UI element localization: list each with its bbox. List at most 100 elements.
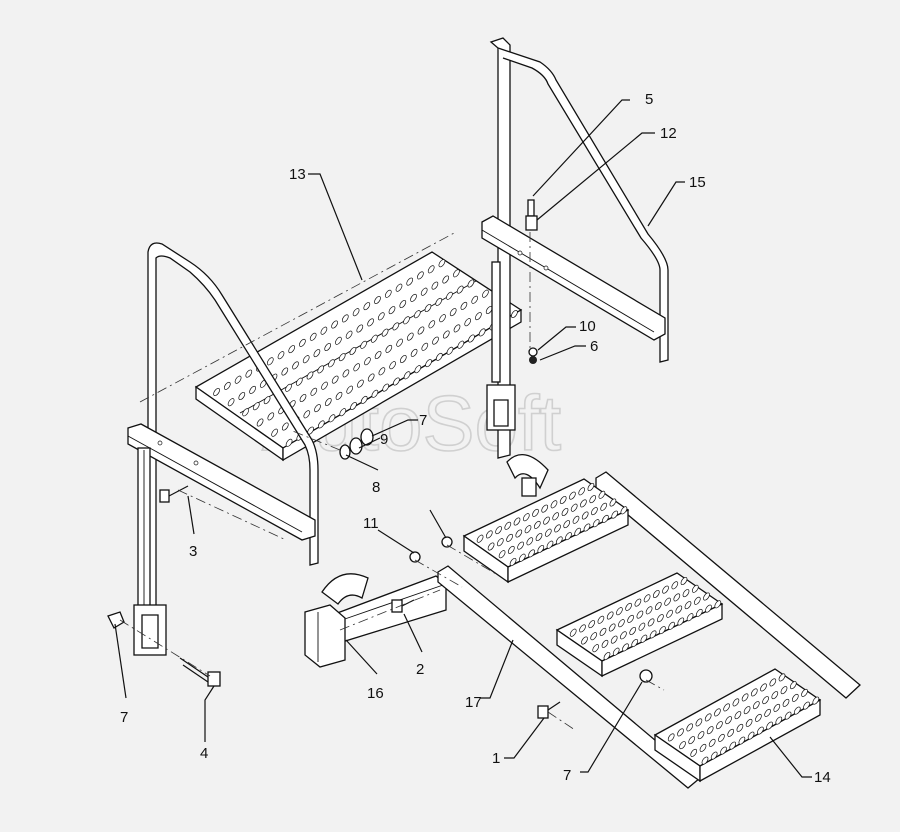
perforation-hole (266, 357, 274, 366)
perforation-hole (662, 585, 669, 594)
perforation-hole (550, 500, 558, 509)
perforation-hole (760, 683, 767, 692)
perforation-hole (324, 397, 332, 407)
perforation-hole (729, 741, 737, 750)
callout-labels: 1 2 3 4 5 6 7 7 7 8 9 10 11 12 13 14 15 … (120, 91, 831, 786)
perforation-hole (242, 408, 249, 417)
callout-16: 16 (367, 685, 384, 702)
perforation-hole (509, 557, 517, 567)
perforation-hole (574, 527, 582, 536)
perforation-hole (476, 534, 484, 543)
perforation-hole (732, 698, 740, 707)
perforation-hole (627, 614, 634, 623)
perforation-hole (552, 512, 560, 521)
perforation-hole (616, 607, 623, 616)
perforation-hole (652, 589, 660, 599)
perforation-hole (608, 623, 616, 632)
perforation-hole (328, 359, 335, 368)
perforation-hole (439, 314, 446, 323)
perforation-hole (370, 334, 378, 343)
perforation-hole (249, 385, 256, 394)
perforation-hole (581, 636, 588, 645)
perforation-hole (736, 723, 744, 732)
callout-9: 9 (380, 431, 388, 448)
alignment-lines (119, 231, 665, 731)
perforation-hole (438, 259, 446, 268)
perforation-hole (602, 514, 609, 523)
perforation-hole (256, 418, 264, 427)
perforation-hole (762, 696, 769, 705)
perforation-hole (399, 299, 407, 309)
perforation-hole (363, 302, 371, 311)
perforation-hole (453, 324, 461, 333)
perforation-hole (313, 349, 321, 358)
perforation-hole (382, 383, 390, 392)
perforation-hole (487, 542, 495, 551)
perforation-hole (612, 647, 620, 656)
perforation-hole (331, 320, 338, 329)
perforation-hole (620, 506, 628, 515)
perforation-hole (569, 491, 576, 500)
perforation-hole (747, 731, 755, 740)
perforation-hole (782, 698, 790, 707)
perforation-hole (546, 540, 554, 549)
perforation-hole (741, 693, 749, 702)
perforation-hole (324, 342, 332, 352)
stair-assembly (437, 454, 861, 789)
callout-12: 12 (660, 125, 677, 142)
perforation-hole (640, 634, 648, 643)
perforation-hole (374, 295, 381, 305)
perforation-hole (417, 326, 425, 335)
nut-11 (409, 551, 421, 563)
perforation-hole (431, 281, 439, 290)
perforation-hole (495, 526, 502, 535)
perforation-hole (442, 330, 450, 339)
perforation-hole (309, 332, 317, 341)
perforation-hole (812, 696, 820, 705)
perforation-hole (314, 404, 321, 413)
perforation-hole (524, 525, 532, 534)
perforation-hole (339, 408, 347, 417)
perforation-hole (592, 644, 600, 653)
perforation-hole (357, 379, 364, 388)
perforation-hole (353, 363, 361, 372)
perforation-hole (367, 318, 374, 327)
perforation-hole (432, 336, 439, 345)
perforation-hole (587, 482, 595, 492)
perforation-hole (666, 609, 673, 618)
perforation-hole (277, 351, 285, 360)
perforation-hole (367, 373, 375, 382)
perforation-hole (446, 346, 454, 355)
bolt-2 (391, 599, 415, 613)
perforation-hole (773, 703, 781, 712)
perforation-hole (766, 721, 773, 730)
perforation-hole (252, 402, 260, 411)
perforation-hole (793, 706, 801, 715)
perforation-hole (714, 708, 721, 717)
perforation-hole (292, 361, 299, 370)
perforation-hole (723, 703, 730, 712)
perforation-hole (592, 519, 600, 528)
callout-13: 13 (289, 166, 306, 183)
callout-17: 17 (465, 694, 482, 711)
perforation-hole (345, 330, 353, 339)
perforation-hole (590, 632, 598, 641)
perforation-hole (618, 619, 625, 628)
nut-7-lower (639, 669, 653, 683)
perforation-hole (714, 600, 722, 609)
perforation-hole (600, 502, 608, 511)
nut-6 (529, 356, 537, 364)
perforation-hole (701, 756, 709, 765)
perforation-hole (475, 312, 482, 321)
perforation-hole (435, 352, 443, 361)
perforation-hole (647, 618, 655, 627)
perforation-hole (310, 387, 318, 396)
perforation-hole (718, 733, 725, 742)
perforation-hole (320, 326, 328, 335)
perforation-hole (583, 523, 591, 532)
perforation-hole (554, 524, 561, 533)
perforation-hole (360, 340, 367, 349)
perforation-hole (752, 701, 760, 710)
perforation-hole (341, 314, 349, 323)
